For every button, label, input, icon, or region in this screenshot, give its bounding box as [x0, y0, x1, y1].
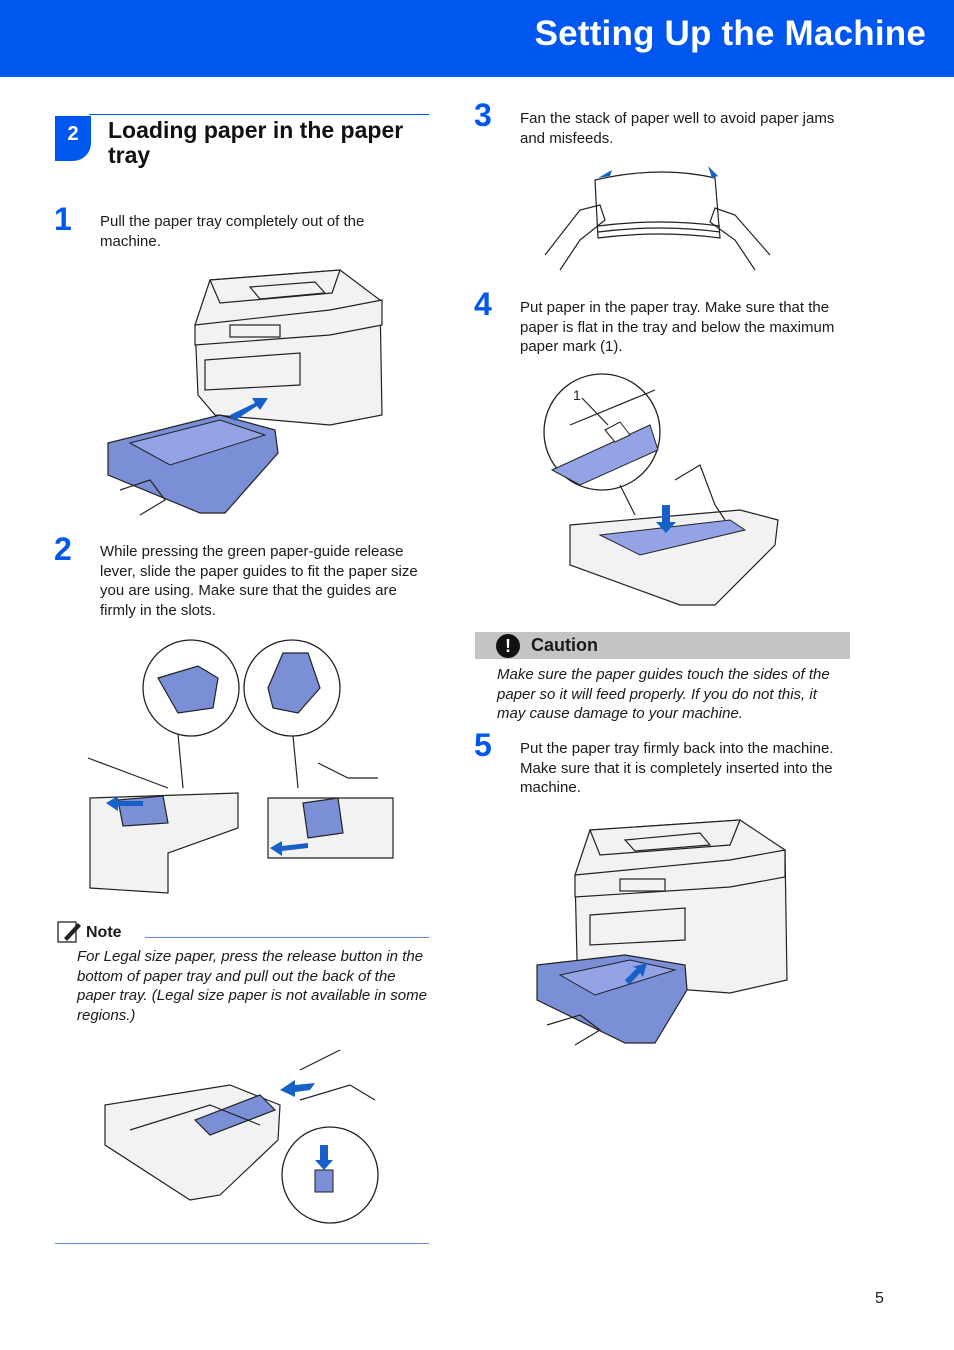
step-5-text: Put the paper tray firmly back into the … — [520, 740, 834, 796]
step-5-printer-illustration — [536, 819, 788, 1046]
step-3-fanning-paper-illustration — [544, 166, 771, 271]
caution-bar — [475, 632, 850, 659]
step-2-text: While pressing the green paper-guide rel… — [100, 543, 418, 619]
step-2-paper-guide-illustration — [87, 639, 394, 894]
note-rule — [145, 937, 429, 938]
step-4-paper-in-tray-illustration: 1 — [543, 373, 779, 606]
step-2-number: 2 — [54, 531, 72, 567]
max-mark-callout: 1 — [573, 387, 581, 403]
note-legal-tray-illustration — [104, 1049, 379, 1224]
step-3-text: Fan the stack of paper well to avoid pap… — [520, 110, 835, 147]
caution-text: Make sure the paper guides touch the sid… — [497, 666, 830, 722]
exclamation-icon: ! — [496, 634, 520, 658]
page-header: Setting Up the Machine — [0, 0, 954, 77]
caution-label: Caution — [531, 635, 598, 655]
step-1-text: Pull the paper tray completely out of th… — [100, 213, 365, 250]
page-title: Setting Up the Machine — [534, 14, 926, 53]
step-1-printer-illustration — [107, 269, 383, 516]
step-5-number: 5 — [474, 727, 492, 763]
note-label: Note — [86, 924, 122, 941]
note-pencil-icon — [57, 921, 81, 943]
note-text: For Legal size paper, press the release … — [77, 948, 427, 1024]
step-1-number: 1 — [54, 201, 72, 237]
step-4-text: Put paper in the paper tray. Make sure t… — [520, 299, 835, 355]
step-4-number: 4 — [474, 286, 492, 322]
section-number-badge: 2 — [55, 116, 91, 161]
step-3-number: 3 — [474, 97, 492, 133]
section-title: Loading paper in the paper tray — [108, 117, 404, 168]
section-bottom-rule — [55, 1243, 429, 1244]
section-rule — [89, 114, 429, 115]
page-number: 5 — [875, 1290, 884, 1307]
